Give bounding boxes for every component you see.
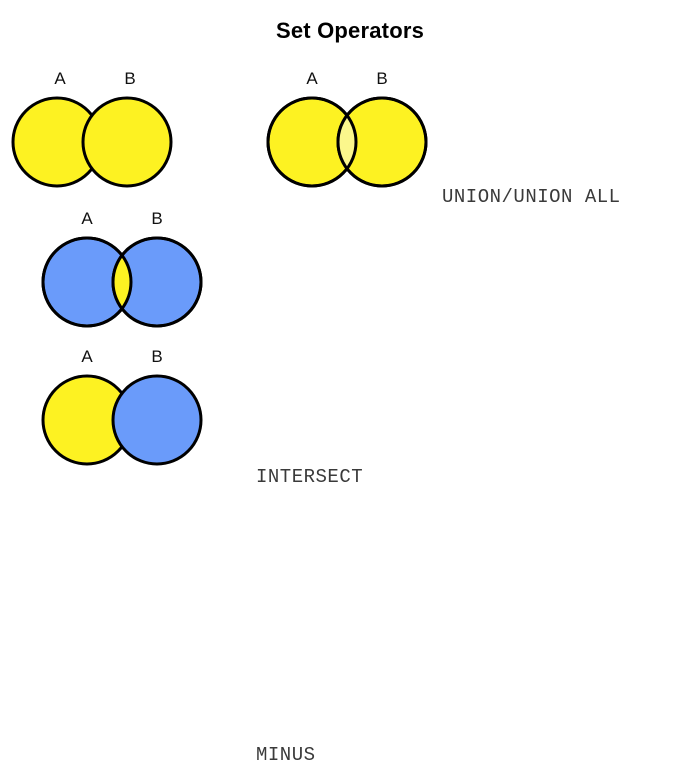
venn-diagram-plain-pair: A B xyxy=(11,69,173,188)
circle-b-outline xyxy=(336,96,428,188)
venn-diagram-intersect-pair: A B xyxy=(41,209,203,328)
circle-b-outline xyxy=(111,236,203,328)
set-label-a: A xyxy=(54,69,66,88)
set-label-a: A xyxy=(306,69,318,88)
set-label-b: B xyxy=(376,69,387,88)
circle-a-outline xyxy=(41,236,133,328)
set-label-b: B xyxy=(151,209,162,228)
set-label-b: B xyxy=(151,347,162,366)
circle-b xyxy=(111,374,203,466)
circle-a-outline xyxy=(266,96,358,188)
set-label-a: A xyxy=(81,209,93,228)
diagram-row-intersect: A B INTERSECT xyxy=(0,200,700,488)
operator-label-minus: MINUS xyxy=(256,744,316,766)
circle-b xyxy=(81,96,173,188)
venn-diagram-union-pair: A B xyxy=(266,69,428,188)
venn-diagram-minus-pair: A B xyxy=(41,347,203,466)
operator-label-union: UNION/UNION ALL xyxy=(442,186,621,208)
page-title: Set Operators xyxy=(275,18,425,43)
diagram-row-minus: A B MINUS xyxy=(0,338,700,766)
set-label-b: B xyxy=(124,69,135,88)
set-label-a: A xyxy=(81,347,93,366)
diagram-row-union: A B A B UNION/UNION ALL xyxy=(0,60,700,208)
